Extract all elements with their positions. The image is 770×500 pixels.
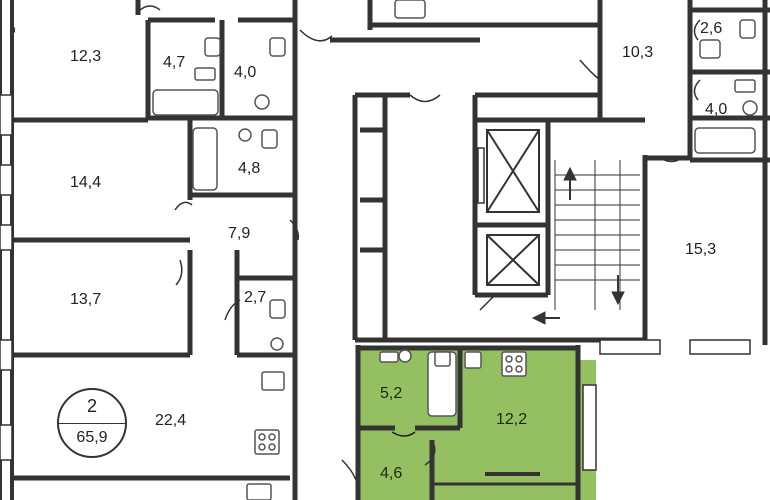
apartment-badge[interactable]: 2 65,9 [57,388,127,458]
room-area-label: 15,3 [685,241,717,258]
elevators [486,129,540,286]
badge-divider [59,423,125,424]
stairs [531,160,640,325]
room-area-label: 7,9 [228,225,251,242]
room-area-label: 12,3 [70,48,102,65]
fixtures [152,0,758,500]
total-area: 65,9 [76,429,108,446]
room-area-label: 4,6 [380,465,403,482]
room-area-label: 4,0 [234,64,257,81]
room-area-label: 14,4 [70,174,102,191]
room-area-label: 12,2 [496,411,528,428]
room-area-label: 2,7 [244,289,267,306]
room-area-label: 4,7 [163,54,186,71]
room-count: 2 [86,396,97,416]
windows [0,94,751,471]
room-area-label: 4,0 [705,101,728,118]
doors [139,5,701,481]
room-area-label: 2,6 [700,20,723,37]
room-area-label: 13,7 [70,291,102,308]
room-area-label: 4,8 [238,160,261,177]
room-area-label: 5,2 [380,385,403,402]
room-area-label: 22,4 [155,412,187,429]
room-area-label: 10,3 [622,44,654,61]
